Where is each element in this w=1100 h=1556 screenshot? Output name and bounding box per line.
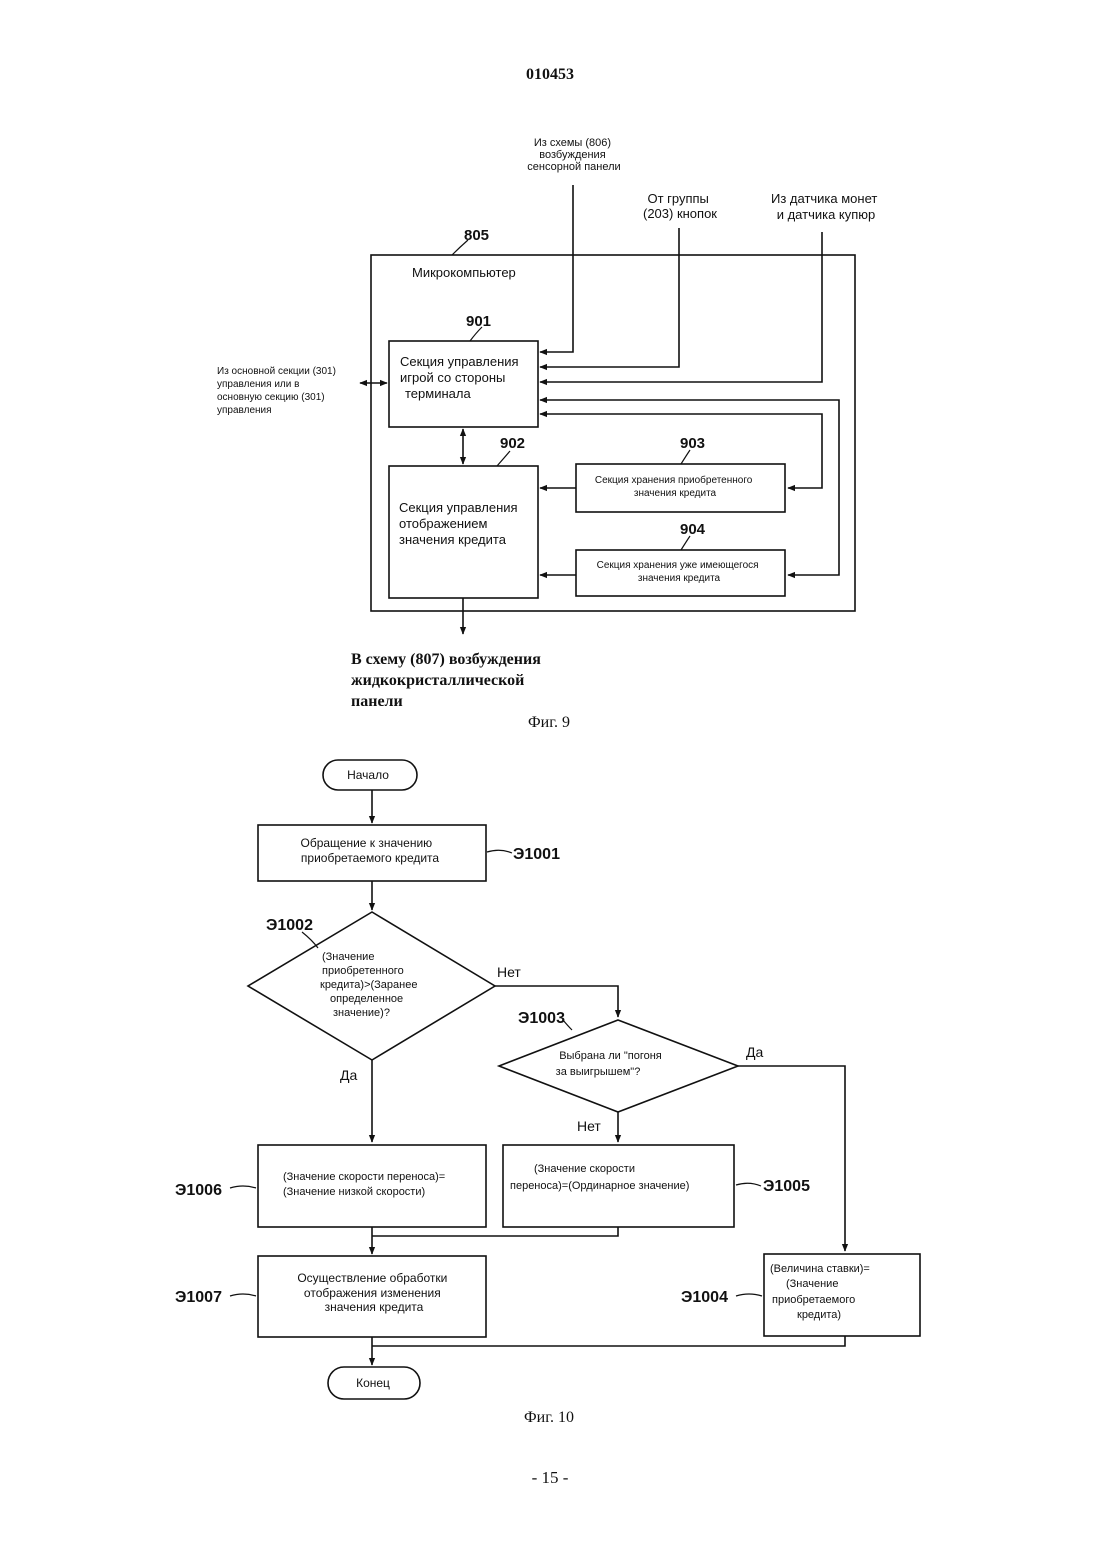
microcomputer-box (371, 255, 855, 611)
block-904-text: Секция хранения уже имеющегося значения … (597, 560, 762, 584)
e1001-text: Обращение к значению приобретаемого кред… (300, 836, 439, 865)
e1002-no-label: Нет (497, 964, 521, 980)
fig9-caption: Фиг. 9 (528, 714, 570, 731)
fig10-caption: Фиг. 10 (524, 1409, 574, 1426)
ref-805: 805 (464, 227, 489, 244)
fig9-labels: Из схемы (806) возбуждения сенсорной пан… (217, 137, 881, 731)
ref-e1003: Э1003 (518, 1010, 565, 1027)
ref-e1007: Э1007 (175, 1289, 222, 1306)
ref-901: 901 (466, 313, 491, 330)
e1007-text: Осуществление обработки отображения изме… (297, 1271, 450, 1314)
e1002-yes-label: Да (340, 1067, 357, 1083)
block-901-text: Секция управления игрой со стороны терми… (400, 354, 522, 401)
output-lcd-label: В схему (807) возбуждения жидкокристалли… (351, 651, 545, 710)
ref-e1002: Э1002 (266, 917, 313, 934)
block-902-text: Секция управления отображением значения … (399, 500, 521, 547)
e1004-text: (Величина ставки)= (Значение приобретаем… (770, 1263, 873, 1321)
block-903-text: Секция хранения приобретенного значения … (595, 474, 755, 499)
page-footer: - 15 - (0, 1468, 1100, 1488)
ref-e1004: Э1004 (681, 1289, 728, 1306)
end-label: Конец (356, 1376, 390, 1390)
input-main-label: Из основной секции (301) управления или … (217, 366, 339, 416)
input-buttons-label: От группы (203) кнопок (643, 191, 717, 221)
input-touch-label: Из схемы (806) возбуждения сенсорной пан… (527, 137, 620, 173)
ref-e1006: Э1006 (175, 1182, 222, 1199)
e1005-text: (Значение скорости переноса)=(Ординарное… (510, 1163, 689, 1192)
input-coins-label: Из датчика монет и датчика купюр (771, 191, 881, 222)
start-label: Начало (347, 768, 389, 782)
microcomputer-title: Микрокомпьютер (412, 265, 516, 280)
e1003-text: Выбрана ли "погоня за выигрышем"? (556, 1050, 665, 1078)
fig10-labels: Начало Обращение к значению приобретаемо… (175, 768, 873, 1426)
e1006-text: (Значение скорости переноса)= (Значение … (283, 1171, 448, 1198)
ref-902: 902 (500, 435, 525, 452)
ref-e1005: Э1005 (763, 1178, 810, 1195)
arrow-touch-input (540, 185, 573, 352)
e1003-yes-label: Да (746, 1044, 763, 1060)
e1002-text: (Значение приобретенного кредита)>(Заран… (320, 951, 421, 1019)
ref-904: 904 (680, 521, 706, 538)
e1003-no-label: Нет (577, 1118, 601, 1134)
ref-e1001: Э1001 (513, 846, 560, 863)
arrow-buttons-input (540, 228, 679, 367)
ref-903: 903 (680, 435, 705, 452)
